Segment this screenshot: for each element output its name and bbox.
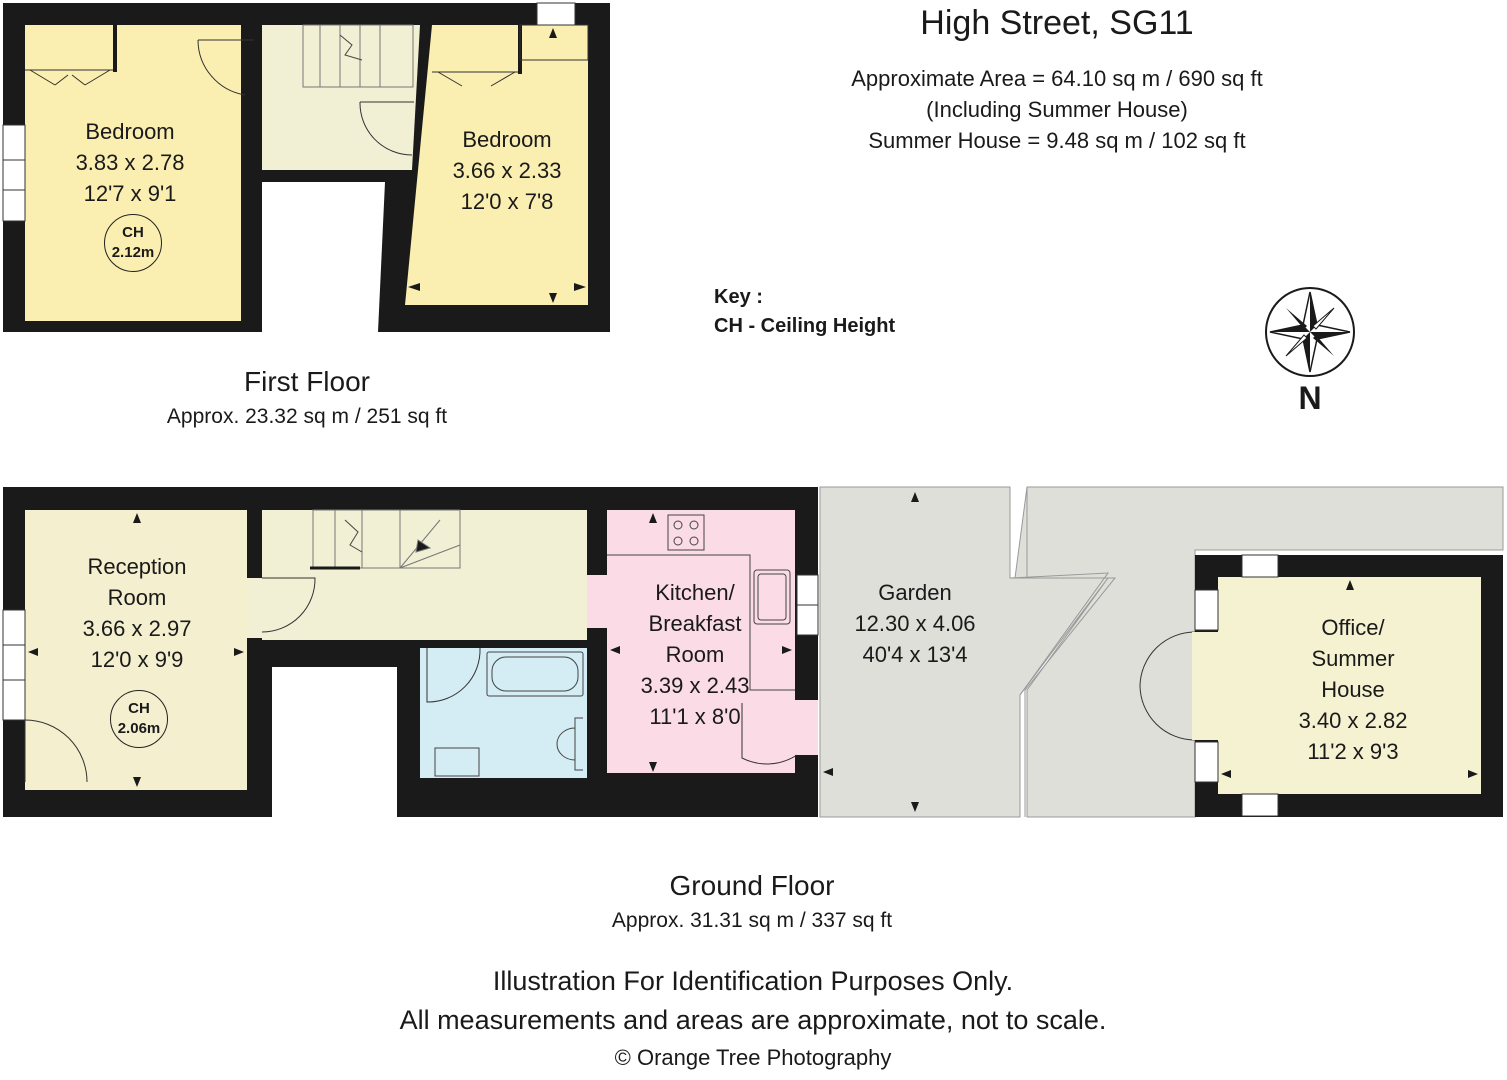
ground-floor-windows [2,574,819,721]
reception-metric: 3.66 x 2.97 [82,616,192,641]
toilet-fixture [556,717,583,771]
key-item: CH - Ceiling Height [714,315,896,337]
kitchen-worktop [607,554,795,691]
bedroom-1-wardrobe [25,25,117,86]
disclaimer-line-1: Illustration For Identification Purposes… [492,966,1014,996]
office-name-3: House [1321,677,1385,702]
office-name-1: Office/ [1321,615,1385,640]
garden-label: Garden 12.30 x 4.06 40'4 x 13'4 [825,577,1005,670]
ground-floor-dimension-arrows [28,492,1478,812]
bedroom-2-label: Bedroom 3.66 x 2.33 12'0 x 7'8 [417,124,597,217]
ch-value: 2.06m [117,720,161,737]
bedroom-1-name: Bedroom [85,119,175,144]
kitchen-name-2: Breakfast [648,611,742,636]
garden-imperial: 40'4 x 13'4 [862,642,968,667]
compass-rose [1265,287,1355,377]
kitchen-imperial: 11'1 x 8'0 [649,704,741,729]
north-label: N [1298,380,1322,416]
bedroom-1-metric: 3.83 x 2.78 [75,150,185,175]
reception-label: Reception Room 3.66 x 2.97 12'0 x 9'9 [47,551,227,675]
kitchen-door-bay [742,700,818,755]
garden-divider [1009,487,1117,817]
ground-floor-plan [2,486,1504,818]
kitchen-name-3: Room [665,642,725,667]
first-floor-windows [2,2,576,222]
basin-fixture [434,747,480,777]
kitchen-metric: 3.39 x 2.43 [640,673,750,698]
hob-fixture [667,514,705,551]
kitchen-back-door [741,703,798,765]
disclaimer-line-2: All measurements and areas are approxima… [399,1005,1107,1035]
first-floor-title: First Floor [244,366,370,397]
garden-name: Garden [878,580,952,605]
first-floor-stairs [302,24,414,88]
office-metric: 3.40 x 2.82 [1298,708,1408,733]
bedroom-2-name: Bedroom [462,127,552,152]
key-heading: Key : [714,286,763,308]
bedroom-1-ceiling-height: CH 2.12m [104,214,162,272]
bedroom-1-imperial: 12'7 x 9'1 [83,181,177,206]
approximate-area: Approximate Area = 64.10 sq m / 690 sq f… [851,66,1263,91]
ch-label: CH [122,224,144,241]
bedroom-2-area [405,25,588,305]
office-label: Office/ Summer House 3.40 x 2.82 11'2 x … [1263,612,1443,767]
bedroom-2-door [359,101,413,156]
ground-floor-stairs [310,509,461,570]
office-name-2: Summer [1311,646,1395,671]
first-floor-area: Approx. 23.32 sq m / 251 sq ft [166,405,448,428]
including-summer-house: (Including Summer House) [926,97,1188,122]
office-imperial: 11'2 x 9'3 [1307,739,1399,764]
bedroom-2-dimension-arrows [408,28,586,303]
bath-fixture [486,651,584,697]
bathroom-area [420,648,587,778]
reception-ceiling-height: CH 2.06m [110,690,168,748]
garden-metric: 12.30 x 4.06 [854,611,976,636]
bedroom-1-label: Bedroom 3.83 x 2.78 12'7 x 9'1 [40,116,220,209]
bedroom-2-metric: 3.66 x 2.33 [452,158,562,183]
ch-value: 2.12m [111,244,155,261]
ground-floor-title: Ground Floor [669,870,835,901]
landing-area [262,25,420,170]
summer-house-windows [1194,554,1279,817]
hallway-area [262,510,587,640]
bathroom-door [426,647,481,703]
summer-house-doors [1139,631,1196,741]
page-title: High Street, SG11 [920,4,1194,42]
bedroom-2-imperial: 12'0 x 7'8 [460,189,554,214]
kitchen-label: Kitchen/ Breakfast Room 3.39 x 2.43 11'1… [605,577,785,732]
reception-name-1: Reception [87,554,187,579]
photography-credit: © Orange Tree Photography [614,1045,892,1070]
bedroom-1-door [197,39,246,96]
reception-door [261,577,316,633]
front-door [24,719,88,783]
kitchen-name-1: Kitchen/ [655,580,735,605]
reception-imperial: 12'0 x 9'9 [90,647,184,672]
hallway-link [247,578,267,638]
sink-fixture [753,569,791,625]
ground-floor-area: Approx. 31.31 sq m / 337 sq ft [611,909,893,932]
summer-house-area-total: Summer House = 9.48 sq m / 102 sq ft [868,128,1246,153]
ch-label: CH [128,700,150,717]
summer-house-area [1218,577,1481,794]
reception-name-2: Room [107,585,167,610]
